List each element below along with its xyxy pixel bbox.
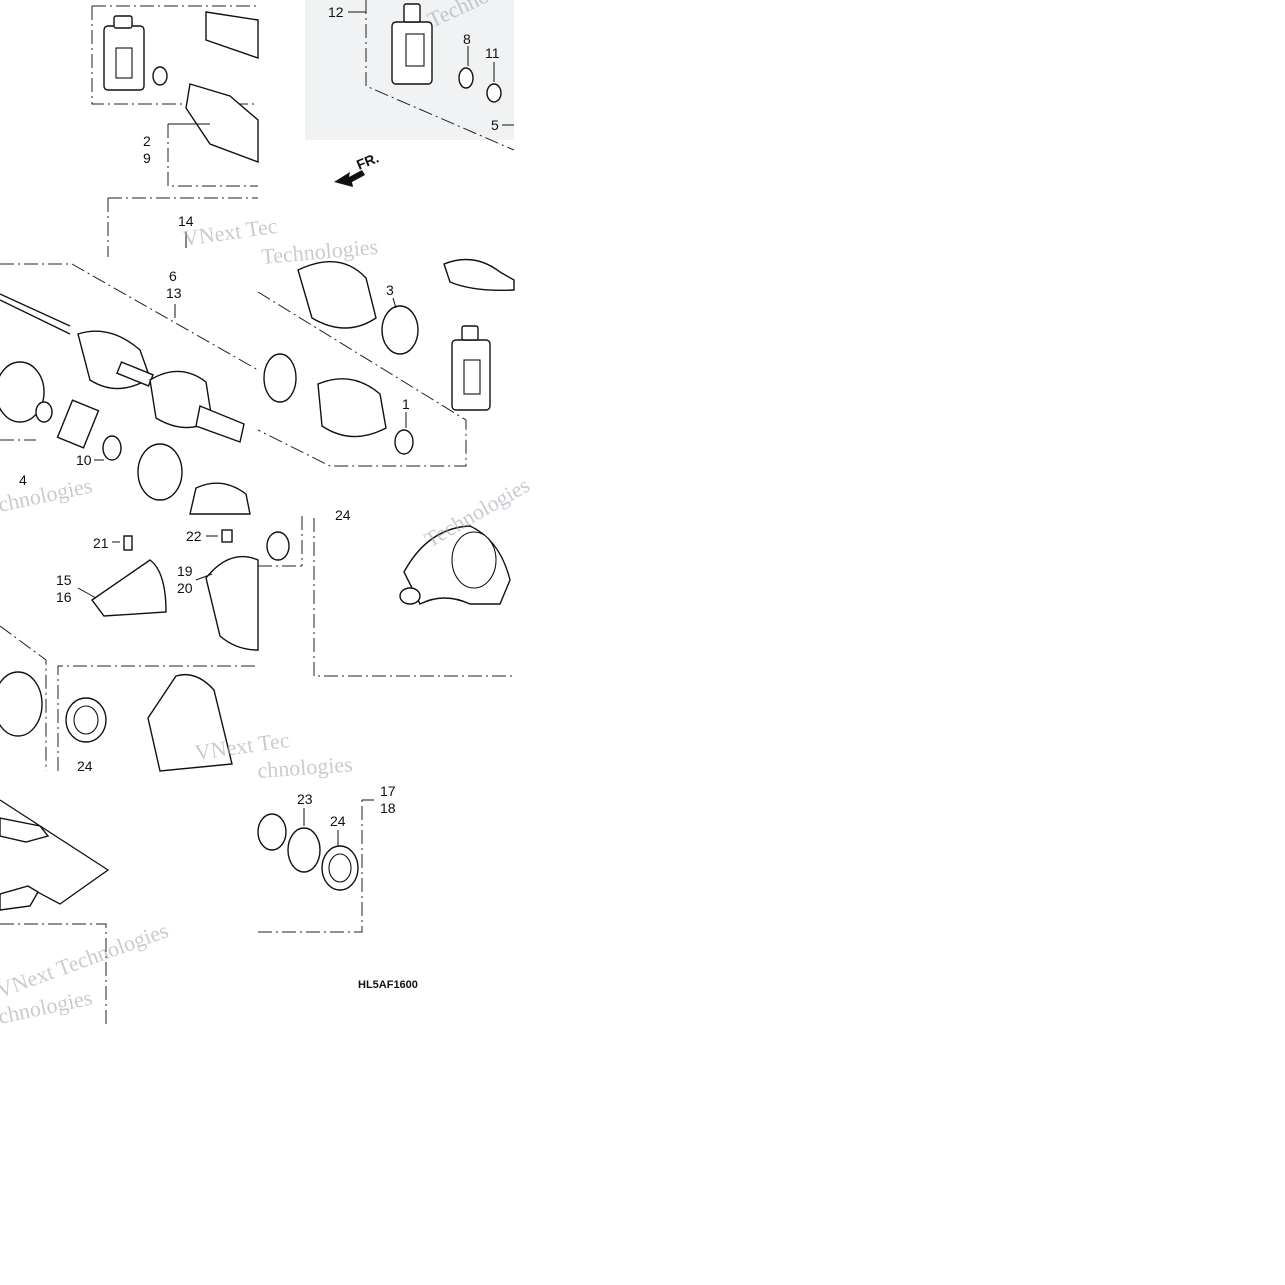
bracket-icon <box>0 817 50 843</box>
callout-number: 18 <box>380 800 396 816</box>
bolt-icon <box>221 529 233 543</box>
bearing-retainer-icon <box>56 399 100 449</box>
callout-number: 6 <box>169 268 177 284</box>
callout-number: 4 <box>19 472 27 488</box>
callout-number: 17 <box>380 783 396 799</box>
tile-middle-left: 6 13 10 4 chnologies <box>0 263 259 517</box>
callout-number: 1 <box>402 396 410 412</box>
boot-band-icon <box>137 443 183 501</box>
callout-number: 11 <box>485 45 500 61</box>
callout-number: 22 <box>186 528 202 544</box>
boot-ring-icon <box>0 361 45 423</box>
tile-lower-right: 24 Technologies <box>258 472 534 677</box>
steering-knuckle-icon <box>147 673 233 772</box>
spline-shaft-icon <box>195 405 245 443</box>
callout-number: 5 <box>491 117 499 133</box>
tile-upper-right: 12 8 11 5 FR. Technologies <box>305 0 540 187</box>
callout-number: 21 <box>93 535 109 551</box>
callout-number: 24 <box>77 758 93 774</box>
tile-bottom-left: VNext Technologies chnologies <box>0 799 172 1029</box>
callout-number: 12 <box>328 4 344 20</box>
watermark-text: chnologies <box>257 751 354 783</box>
dust-seal-icon <box>257 813 287 851</box>
boot-band-icon <box>266 531 290 561</box>
front-direction-arrow-icon <box>334 170 365 187</box>
tile-upper-left: 2 9 14 VNext Tec <box>91 5 279 257</box>
bolt-icon <box>123 535 133 551</box>
callout-number: 23 <box>297 791 313 807</box>
callout-number: 13 <box>166 285 182 301</box>
watermark-text: Technologies <box>260 234 379 269</box>
snap-ring-icon <box>152 66 168 86</box>
circlip-icon <box>287 827 321 873</box>
tile-middle-right: 3 1 Technologies <box>257 234 515 467</box>
circlip-icon <box>458 67 474 89</box>
boot-band-icon <box>0 671 43 737</box>
callout-number: 24 <box>330 813 346 829</box>
callout-number: 10 <box>76 452 92 468</box>
boot-band-icon <box>263 353 297 403</box>
callout-number: FR. <box>354 149 381 172</box>
splash-guard-icon <box>205 555 259 651</box>
tile-lower-left: 21 15 16 22 19 20 24 VNext Tec <box>0 528 291 774</box>
callout-number: 9 <box>143 150 151 166</box>
drawing-code: HL5AF1600 <box>358 979 418 991</box>
outboard-joint-icon <box>185 83 259 164</box>
inner-boot-icon <box>317 378 387 438</box>
callout-number: 24 <box>335 507 351 523</box>
callout-number: 3 <box>386 282 394 298</box>
callout-number: 15 <box>56 572 72 588</box>
o-ring-icon <box>486 83 502 103</box>
callout-number: 14 <box>178 213 194 229</box>
dust-shield-icon <box>91 559 167 617</box>
callout-number: 20 <box>177 580 193 596</box>
tile-bottom-right: 17 18 23 24 chnologies HL5AF1600 <box>257 751 418 991</box>
watermark-text: chnologies <box>0 473 94 517</box>
callout-number: 16 <box>56 589 72 605</box>
snap-ring-icon <box>102 435 122 461</box>
callout-number: 19 <box>177 563 193 579</box>
outer-boot-icon <box>297 261 377 329</box>
boot-band-icon <box>381 305 419 355</box>
callout-number: 8 <box>463 31 471 47</box>
small-band-icon <box>394 429 414 455</box>
callout-number: 2 <box>143 133 151 149</box>
